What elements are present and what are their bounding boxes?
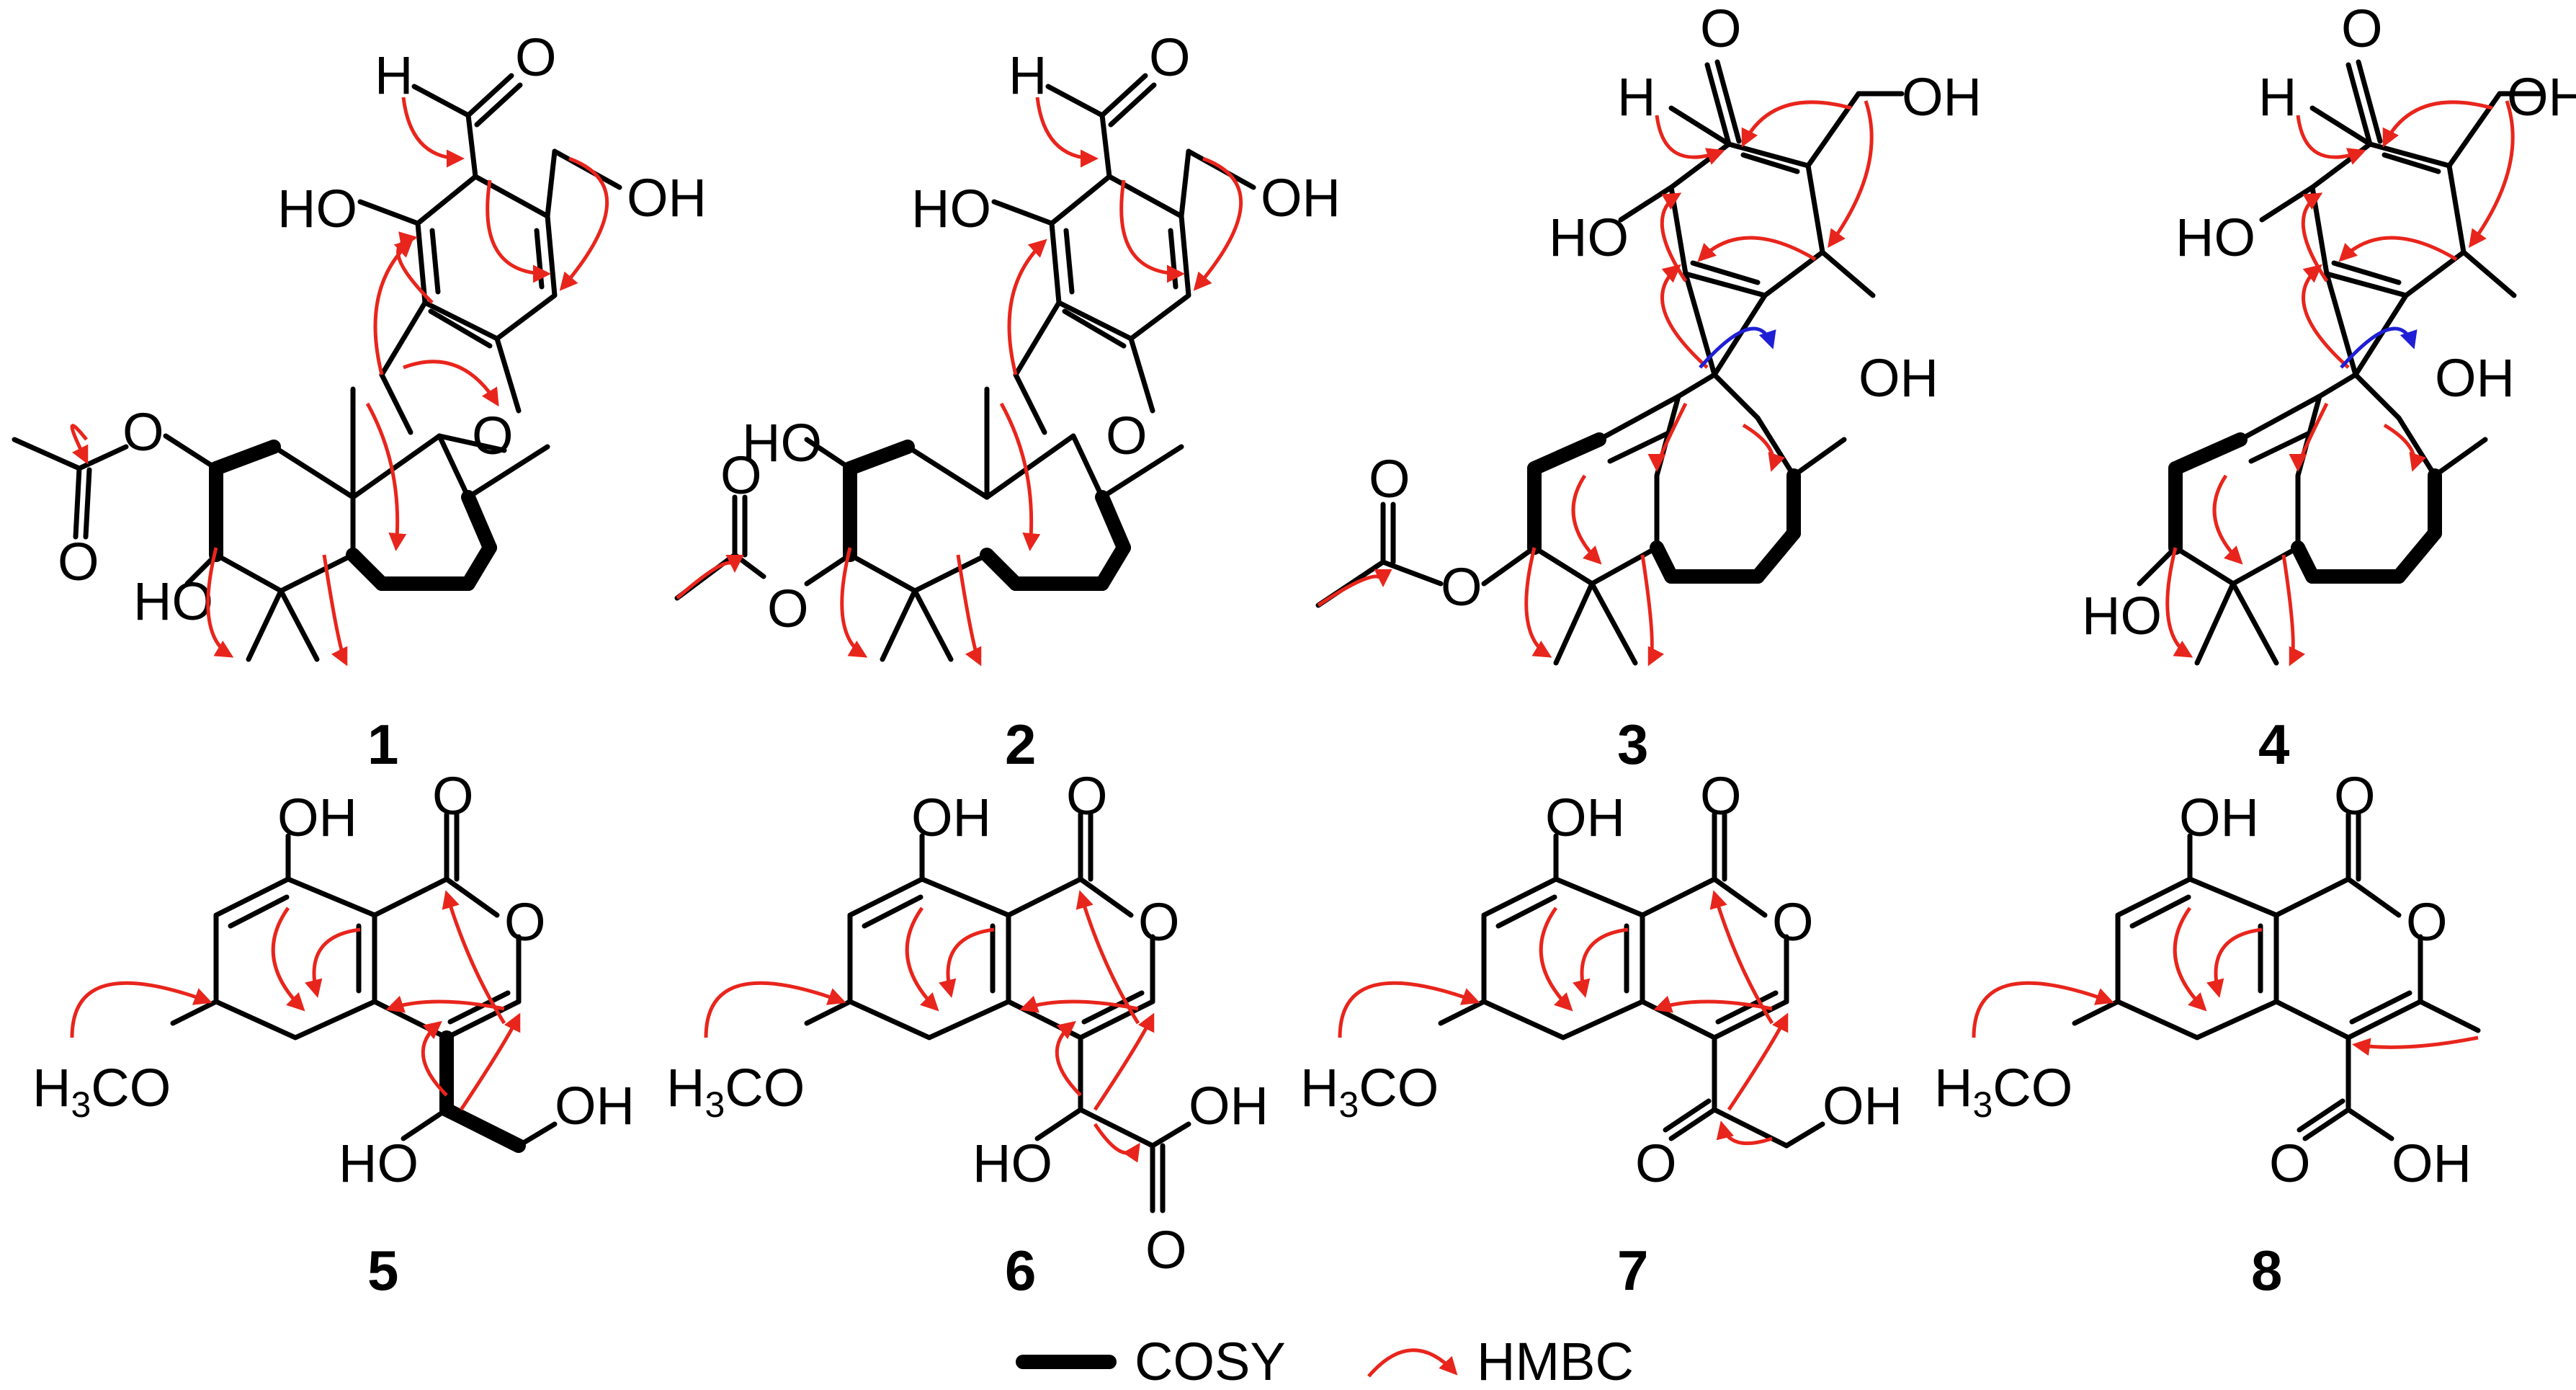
atom-label: HO [972, 1133, 1052, 1193]
atom-label: OH [2179, 788, 2259, 847]
atom-label: OH [555, 1076, 635, 1136]
methoxy-label: H3CO [1300, 1058, 1439, 1125]
compound-1-structure: H O HO OH O [12, 27, 707, 667]
atom-label: H [2258, 67, 2297, 127]
atom-label: OH [2392, 1133, 2472, 1193]
compound-number: 8 [2251, 1239, 2282, 1302]
decalin-core [209, 386, 550, 662]
compound-number: 6 [1005, 1239, 1036, 1302]
atom-label: O [720, 445, 762, 505]
atom-label: O [1772, 892, 1814, 952]
atom-label: O [58, 532, 99, 592]
compound-number: 5 [367, 1239, 398, 1302]
atom-label: OH [2435, 348, 2515, 408]
aldehyde-group [411, 73, 523, 179]
compound-number: 3 [1617, 713, 1648, 776]
compound-number: 4 [2258, 713, 2289, 776]
atom-label: OH [911, 788, 991, 847]
atom-label: O [1635, 1133, 1677, 1193]
compound-3-structure [1315, 59, 1905, 667]
atom-label: O [2406, 892, 2448, 952]
atom-label: O [2341, 0, 2383, 58]
atom-label: OH [2507, 67, 2576, 127]
atom-label: O [1138, 892, 1180, 952]
methoxy-label: H3CO [32, 1058, 171, 1125]
atom-label: O [122, 402, 164, 462]
atom-label: O [1145, 1220, 1187, 1280]
atom-label: H [1617, 67, 1655, 127]
compound-5-structure [70, 811, 558, 1153]
atom-label: HO [2082, 586, 2162, 646]
hmbc-legend-label: HMBC [1477, 1332, 1634, 1390]
compound-number: 7 [1617, 1239, 1648, 1302]
compound-4-structure [2137, 59, 2546, 667]
legend: COSY HMBC [1016, 1332, 1634, 1390]
atom-label: HO [2175, 208, 2255, 267]
compound-6-structure [704, 811, 1191, 1213]
atom-label: O [1369, 449, 1410, 509]
compound-2-structure [674, 73, 1256, 667]
atom-label: H [1009, 45, 1047, 105]
ether-ring [379, 300, 522, 453]
atom-label: O [1441, 557, 1482, 617]
atom-label: O [1700, 0, 1742, 58]
atom-label: HO [1549, 208, 1629, 267]
atom-label: O [2269, 1133, 2311, 1193]
compound-number: 1 [367, 713, 398, 776]
compound-number: 2 [1005, 713, 1036, 776]
atom-label: OH [1823, 1076, 1902, 1136]
atom-label: OH [1859, 348, 1938, 408]
atom-label: O [1149, 27, 1191, 87]
atom-label: HO [742, 413, 822, 473]
atom-label: O [2334, 766, 2376, 826]
atom-label: HO [339, 1133, 419, 1193]
atom-label: OH [1902, 67, 1982, 127]
atom-label: OH [1261, 168, 1341, 228]
atom-label: HO [911, 179, 991, 239]
cosy-legend-label: COSY [1135, 1332, 1286, 1390]
atom-label: O [432, 766, 474, 826]
atom-label: OH [1545, 788, 1625, 847]
atom-label: OH [627, 168, 707, 228]
compound-7-structure [1338, 811, 1825, 1149]
atom-label: O [1106, 406, 1148, 465]
methoxy-label: H3CO [666, 1058, 805, 1125]
atom-label: OH [277, 788, 357, 847]
atom-label: HO [277, 179, 357, 239]
methoxy-label: H3CO [1934, 1058, 2072, 1125]
atom-label: O [767, 579, 809, 638]
atom-label: O [1066, 766, 1108, 826]
atom-label: O [472, 406, 514, 465]
hmbc-legend-arrow [1367, 1348, 1458, 1378]
atom-label: HO [133, 571, 213, 631]
atom-label: H [375, 45, 413, 105]
compound-8-structure [1972, 811, 2481, 1141]
atom-label: O [515, 27, 557, 87]
atom-label: O [1700, 766, 1742, 826]
atom-label: OH [1189, 1076, 1269, 1136]
atom-label: O [504, 892, 546, 952]
